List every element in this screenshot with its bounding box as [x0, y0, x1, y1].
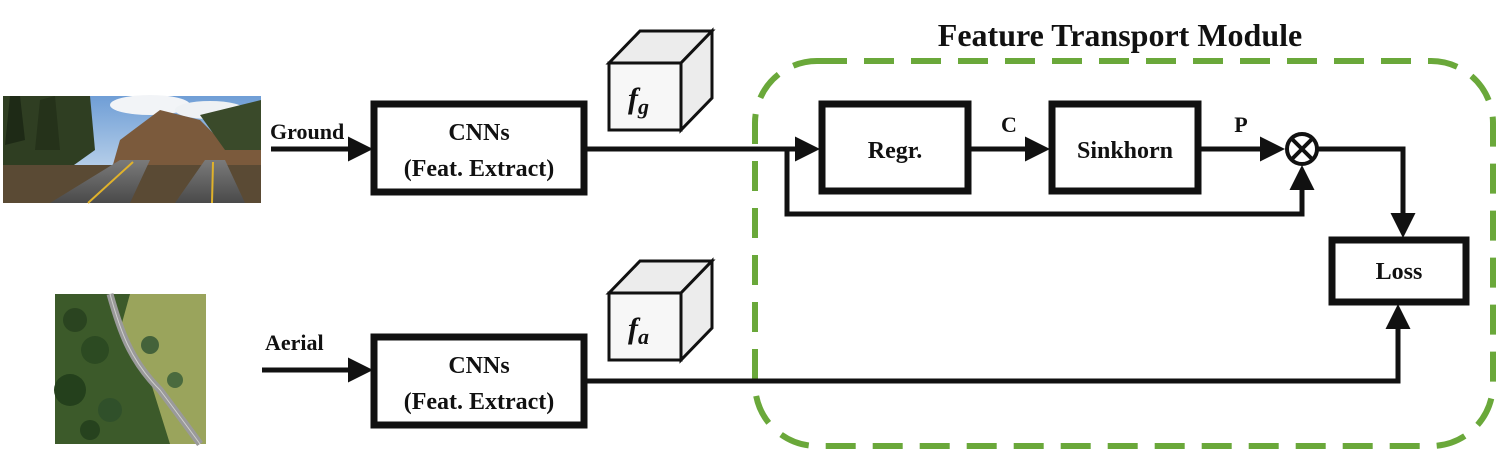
ground-panorama-image — [3, 95, 261, 204]
feature-transport-module-border — [752, 58, 1496, 449]
aerial-feature-label: fa — [628, 312, 649, 349]
aerial-label: Aerial — [265, 330, 324, 355]
ground-label: Ground — [270, 119, 344, 144]
ground-feature-label: fg — [628, 82, 649, 119]
c-label: C — [1001, 112, 1017, 137]
p-label: P — [1234, 112, 1247, 137]
cnn-ground-title: CNNs — [448, 120, 509, 146]
ground-feature-cube: fg — [605, 27, 716, 134]
sinkhorn-block: Sinkhorn — [1048, 100, 1202, 195]
module-title: Feature Transport Module — [938, 17, 1302, 53]
cnn-aerial-title: CNNs — [448, 353, 509, 379]
cnn-ground-subtitle: (Feat. Extract) — [404, 156, 555, 182]
aerial-feature-to-loss-arrow — [584, 304, 1411, 384]
ground-feature-skip-arrow — [784, 149, 1315, 217]
aerial-image — [54, 293, 206, 447]
regr-block: Regr. — [818, 100, 972, 195]
sinkhorn-label: Sinkhorn — [1077, 138, 1173, 164]
multiply-node — [1285, 132, 1319, 166]
cnn-aerial-block: CNNs (Feat. Extract) — [370, 333, 588, 429]
loss-label: Loss — [1376, 259, 1423, 285]
regr-label: Regr. — [868, 138, 922, 164]
cnn-ground-block: CNNs (Feat. Extract) — [370, 100, 588, 196]
product-to-loss-arrow — [1317, 146, 1416, 238]
cnn-aerial-subtitle: (Feat. Extract) — [404, 389, 555, 415]
aerial-feature-cube: fa — [605, 257, 716, 364]
loss-block: Loss — [1328, 236, 1470, 306]
